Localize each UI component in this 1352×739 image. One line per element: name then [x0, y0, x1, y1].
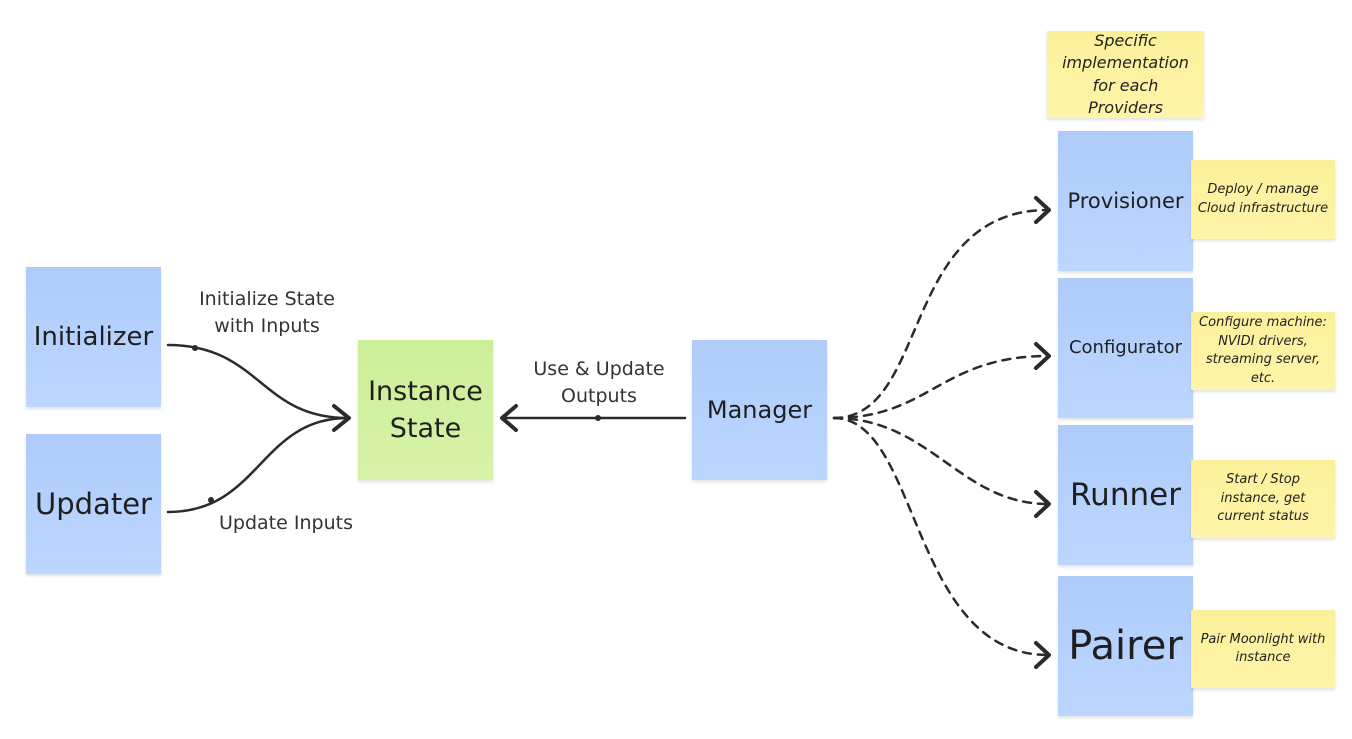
edge-initializer-to-state — [166, 343, 350, 420]
edge-manager-to-runner — [832, 416, 1050, 506]
instance-state-sticky[interactable]: Instance State — [358, 340, 493, 480]
pairer-note-text: Pair Moonlight with instance — [1200, 631, 1326, 666]
initializer-label: Initializer — [33, 322, 154, 352]
runner-sticky[interactable]: Runner — [1058, 425, 1193, 565]
manager-sticky[interactable]: Manager — [692, 340, 827, 480]
edge-dot-updater — [208, 497, 214, 503]
arrowhead-configurator — [1034, 342, 1051, 370]
arrowhead-manager-to-state — [500, 404, 518, 432]
edge-manager-to-provisioner — [832, 208, 1050, 420]
pairer-note[interactable]: Pair Moonlight with instance — [1191, 610, 1335, 688]
edge-manager-to-pairer — [832, 416, 1050, 657]
configurator-note[interactable]: Configure machine: NVIDI drivers, stream… — [1191, 312, 1335, 390]
provisioner-sticky[interactable]: Provisioner — [1058, 131, 1193, 271]
runner-note-text: Start / Stop instance, get current statu… — [1217, 472, 1309, 525]
specific-implementation-note[interactable]: Specific implementation for each Provide… — [1047, 31, 1204, 118]
initialize-state-label: Initialize State with Inputs — [199, 288, 335, 337]
arrowhead-provisioner — [1034, 196, 1051, 224]
pairer-sticky[interactable]: Pairer — [1058, 576, 1193, 716]
manager-label: Manager — [706, 396, 813, 424]
instance-state-label: Instance State — [368, 376, 483, 444]
configurator-label: Configurator — [1068, 337, 1183, 358]
configurator-note-text: Configure machine: NVIDI drivers, stream… — [1199, 315, 1327, 386]
runner-note[interactable]: Start / Stop instance, get current statu… — [1191, 460, 1335, 538]
initializer-sticky[interactable]: Initializer — [26, 267, 161, 407]
specific-implementation-text: Specific implementation for each Provide… — [1062, 30, 1189, 118]
provisioner-label: Provisioner — [1067, 189, 1184, 213]
arrowhead-pairer — [1034, 641, 1051, 669]
pairer-label: Pairer — [1068, 623, 1183, 669]
use-update-outputs-label: Use & Update Outputs — [533, 358, 665, 407]
provisioner-note[interactable]: Deploy / manage Cloud infrastructure — [1191, 160, 1335, 239]
edge-dot-initializer — [192, 345, 198, 351]
arrowhead-into-state — [332, 404, 351, 432]
configurator-sticky[interactable]: Configurator — [1058, 278, 1193, 418]
provisioner-note-text: Deploy / manage Cloud infrastructure — [1197, 182, 1329, 216]
updater-label: Updater — [35, 487, 152, 521]
edge-dot-manager — [595, 415, 601, 421]
updater-sticky[interactable]: Updater — [26, 434, 161, 574]
update-inputs-label: Update Inputs — [219, 512, 353, 534]
edge-manager-to-configurator — [832, 354, 1050, 420]
arrowhead-runner — [1034, 490, 1051, 518]
runner-label: Runner — [1070, 477, 1181, 513]
edge-updater-to-state — [166, 416, 350, 514]
